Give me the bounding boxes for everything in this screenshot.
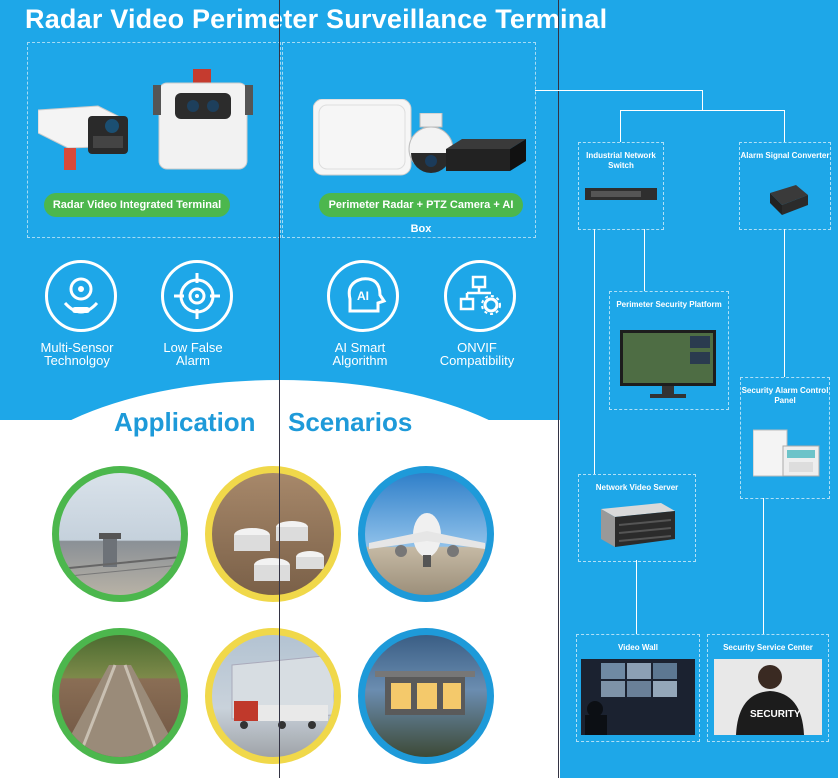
scene-railway (52, 628, 188, 764)
svg-text:AI: AI (357, 289, 369, 303)
perimeter-radar-image (313, 99, 412, 176)
product-box-radar-ptz: Perimeter Radar + PTZ Camera + AI Box (282, 42, 536, 238)
airplane-scene-art (369, 513, 485, 567)
node-label: Security Service Center (723, 643, 813, 652)
topology-wire (784, 110, 785, 142)
feature-line1: AI Smart (334, 340, 386, 355)
scene-oil-tank-farm (205, 466, 341, 602)
feature-circle-low-false-alarm (161, 260, 233, 332)
feature-line2: Compatibility (439, 353, 515, 368)
node-industrial-switch: Industrial Network Switch (578, 142, 664, 230)
page-seam-left (279, 0, 280, 778)
network-gear-icon (459, 275, 501, 315)
node-network-video-server: Network Video Server (578, 474, 696, 562)
scene-airport (358, 466, 494, 602)
feature-line2: Alarm (176, 353, 210, 368)
product-box-integrated: Radar Video Integrated Terminal (27, 42, 281, 238)
monitor-image (620, 330, 716, 398)
switch-image (585, 188, 657, 200)
page-seam-right (558, 0, 559, 778)
feature-line1: ONVIF (457, 340, 497, 355)
feature-circle-onvif (444, 260, 516, 332)
feature-label-ai: AI Smart Algorithm (305, 341, 415, 367)
node-alarm-control-panel: Security Alarm Control Panel (740, 377, 830, 499)
topology-wire (535, 90, 703, 91)
topology-wire (644, 229, 645, 291)
railway-scene-art (59, 664, 181, 757)
ai-box-image (446, 139, 526, 171)
node-label: Perimeter Security Platform (616, 300, 722, 309)
product-label-radar-ptz: Perimeter Radar + PTZ Camera + AI Box (319, 193, 523, 235)
topology-wire (763, 498, 764, 634)
prison-scene-art (59, 533, 181, 578)
integrated-terminal-image (153, 69, 253, 170)
target-icon (174, 273, 220, 319)
topology-wire (636, 560, 637, 634)
product-label-integrated: Radar Video Integrated Terminal (44, 193, 230, 217)
topology-wire (620, 110, 784, 111)
application-title-left: Application (114, 407, 256, 437)
feature-line2: Technolgoy (44, 353, 110, 368)
feature-line1: Multi-Sensor (40, 340, 114, 355)
scene-prison-perimeter (52, 466, 188, 602)
server-image (601, 503, 675, 547)
tank-scene-art (234, 521, 324, 581)
villa-scene-art (375, 671, 475, 715)
topology-wire (784, 229, 785, 377)
feature-label-multi-sensor: Multi-Sensor Technolgoy (22, 341, 132, 367)
node-label: Security Alarm Control Panel (741, 386, 829, 405)
node-label: Alarm Signal Converter (740, 151, 830, 160)
node-alarm-converter: Alarm Signal Converter (739, 142, 831, 230)
scene-logistics-warehouse (205, 628, 341, 764)
node-label: Industrial Network Switch (586, 151, 656, 170)
feature-line1: Low False (163, 340, 223, 355)
node-video-wall: Video Wall (576, 634, 700, 742)
topology-wire (594, 229, 595, 474)
topology-wire (702, 90, 703, 110)
node-perimeter-platform: Perimeter Security Platform (609, 291, 729, 410)
video-wall-image (581, 659, 695, 735)
topology-wire (620, 110, 621, 142)
scene-villa (358, 628, 494, 764)
ai-head-icon: AI (347, 277, 387, 313)
svg-text:SECURITY: SECURITY (750, 709, 801, 720)
node-security-service-center: Security Service Center SECURITY (707, 634, 829, 742)
radar-camera-image (38, 105, 128, 170)
feature-label-low-false-alarm: Low False Alarm (138, 341, 248, 367)
security-guard-image: SECURITY (714, 659, 822, 735)
multi-sensor-icon (63, 277, 99, 314)
page-title: Radar Video Perimeter Surveillance Termi… (25, 4, 608, 34)
feature-circle-multi-sensor (45, 260, 117, 332)
application-title-right: Scenarios (288, 407, 413, 437)
feature-label-onvif: ONVIF Compatibility (422, 341, 532, 367)
feature-line2: Algorithm (332, 353, 388, 368)
ptz-camera-image (408, 113, 454, 173)
feature-circle-ai: AI (327, 260, 399, 332)
converter-image (770, 185, 808, 215)
node-label: Network Video Server (595, 483, 679, 492)
warehouse-scene-art (231, 654, 334, 729)
control-panel-image (753, 429, 820, 477)
node-label: Video Wall (617, 643, 658, 652)
